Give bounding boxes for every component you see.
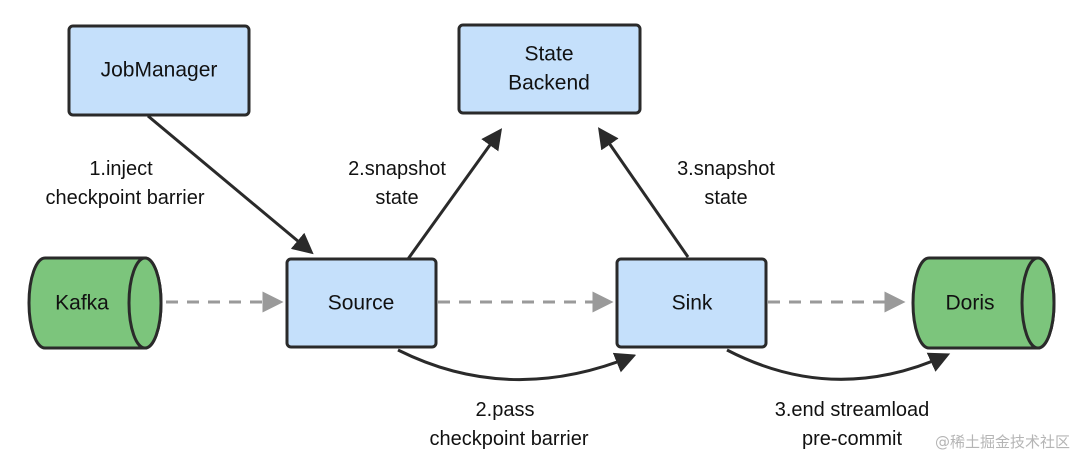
edge-end-streamload-pre-commit xyxy=(726,348,951,381)
snapshot-source-label-line2: state xyxy=(375,187,418,209)
snapshot-sink-label-line2: state xyxy=(704,187,747,209)
pass-label-line1: 2.pass xyxy=(476,399,535,421)
edge-inject-checkpoint-barrier xyxy=(147,114,314,255)
sink-node: Sink xyxy=(615,257,768,349)
snapshot-sink-label-line1: 3.snapshot xyxy=(677,158,775,180)
edge-sink-snapshot-state xyxy=(598,127,690,258)
doris-cylinder: Doris xyxy=(911,256,1056,350)
doris-label: Doris xyxy=(945,292,994,315)
state-backend-label-line2: Backend xyxy=(508,72,590,95)
end-streamload-label-line1: 3.end streamload xyxy=(775,399,930,421)
state-backend-label-line1: State xyxy=(524,43,573,66)
source-node: Source xyxy=(285,257,438,349)
jobmanager-node: JobManager xyxy=(67,24,251,117)
edge-source-snapshot-state xyxy=(406,128,503,260)
source-label: Source xyxy=(328,292,395,315)
pass-label-line2: checkpoint barrier xyxy=(430,428,589,450)
watermark-text: @稀土掘金技术社区 xyxy=(935,433,1070,451)
kafka-label: Kafka xyxy=(55,292,109,315)
inject-label-line1: 1.inject xyxy=(89,158,153,180)
inject-label-line2: checkpoint barrier xyxy=(46,187,205,209)
state-backend-node: State Backend xyxy=(457,23,642,115)
end-streamload-label-line2: pre-commit xyxy=(802,428,902,450)
edge-pass-checkpoint-barrier xyxy=(397,348,637,381)
snapshot-source-label-line1: 2.snapshot xyxy=(348,158,446,180)
kafka-cylinder: Kafka xyxy=(27,256,163,350)
jobmanager-label: JobManager xyxy=(101,59,218,82)
sink-label: Sink xyxy=(672,292,713,315)
